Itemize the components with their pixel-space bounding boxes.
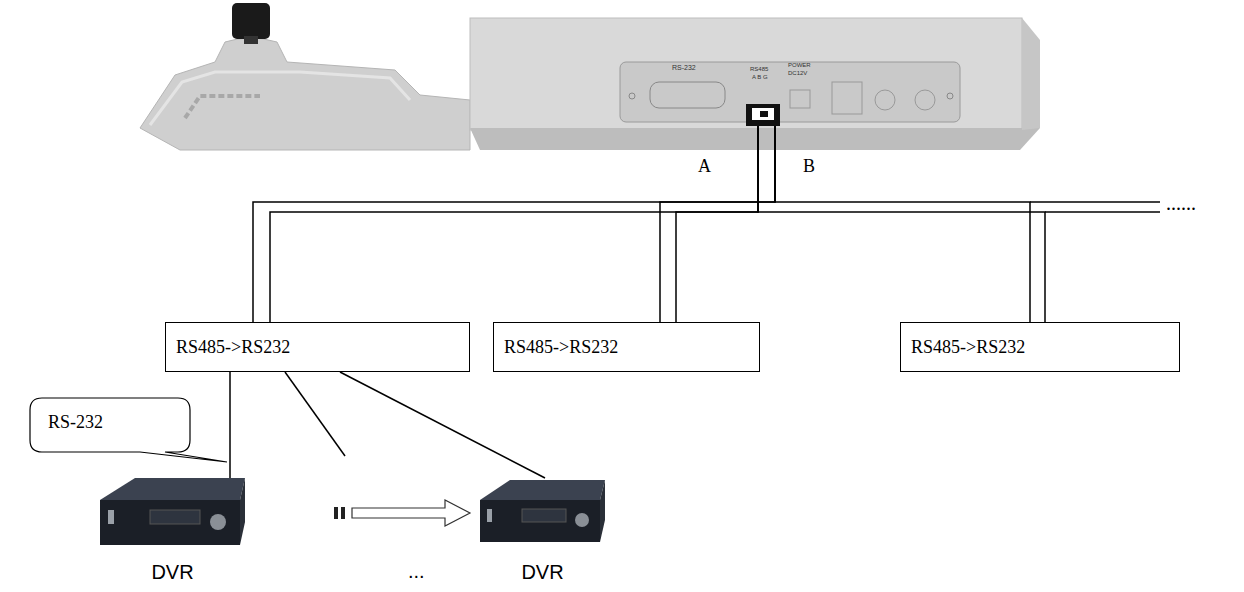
port-label: RS485 — [750, 66, 768, 72]
bus-extension — [1030, 202, 1160, 212]
continuation-dots: ...... — [1166, 192, 1196, 215]
converter-label: RS485->RS232 — [911, 337, 1025, 358]
terminal-label: A — [698, 156, 711, 177]
device-label: DVR — [521, 560, 563, 584]
dvr-device: DVR — [100, 478, 245, 584]
rs485-bus — [253, 126, 775, 322]
converter-box: RS485->RS232 — [900, 322, 1180, 372]
port-label: DC12V — [788, 70, 807, 76]
converter-box: RS485->RS232 — [165, 322, 470, 372]
terminal-label: B — [803, 156, 815, 177]
continuation-dots: ... — [408, 560, 425, 583]
converter-label: RS485->RS232 — [504, 337, 618, 358]
callout-bubble — [30, 398, 227, 462]
rs232-cable — [229, 372, 231, 478]
port-label: RS-232 — [672, 64, 696, 71]
rs485-bus — [758, 126, 1045, 322]
continuation-arrow — [334, 500, 470, 526]
device-label: DVR — [151, 560, 193, 584]
callout-text: RS-232 — [48, 412, 103, 433]
dvr-illustration — [480, 480, 605, 542]
dvr-device: DVR — [480, 478, 605, 584]
port-label: POWER — [788, 62, 811, 68]
rs232-line — [285, 372, 345, 456]
keyboard-controller: RS-232 RS485 A B G POWER DC12V — [140, 0, 1040, 126]
dvr-illustration — [100, 478, 245, 545]
port-label: A B G — [752, 74, 768, 80]
converter-label: RS485->RS232 — [176, 337, 290, 358]
converter-box: RS485->RS232 — [493, 322, 760, 372]
rs232-cable — [340, 372, 545, 478]
keyboard-illustration — [140, 3, 1040, 150]
